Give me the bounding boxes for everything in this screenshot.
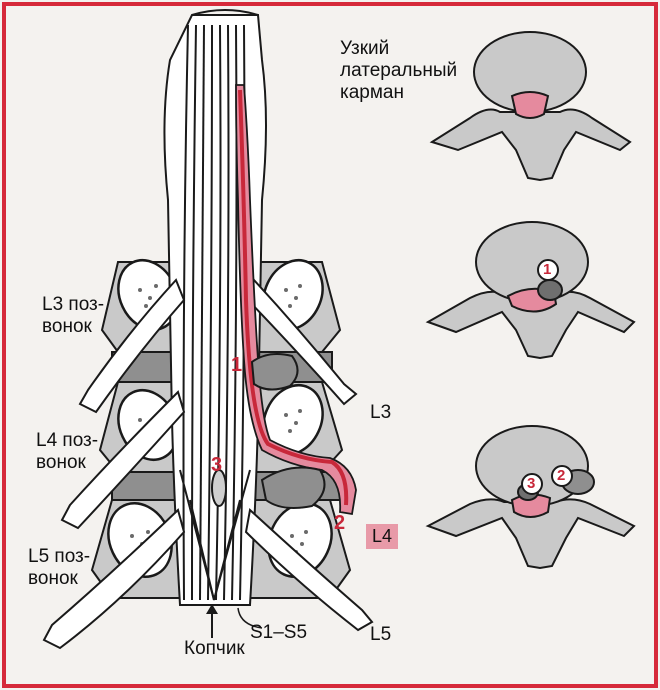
root-l5-left [42,508,186,650]
axial-top-canal [510,91,550,119]
root-l4-left [60,390,186,530]
label-sacral-roots: S1–S5 [250,622,308,643]
label-l4-vertebra-1: L4 поз- [36,430,99,451]
axial-bot-root-marker-lateral [551,465,573,487]
label-l5-vertebra-2: вонок [28,568,78,589]
herniation-l4-l5 [260,466,326,509]
root-l3-left [78,278,186,414]
red-root-core [238,89,349,506]
label-narrow-pocket-2: латеральный [340,60,458,81]
coccyx-arrow [206,604,218,638]
label-l3-vertebra-2: вонок [42,316,92,337]
axial-mid-root-marker [537,259,559,281]
label-narrow-pocket-3: карман [340,82,404,103]
herniation-l3-l4 [250,353,299,391]
root-l3-right [246,278,358,406]
right-nerve-roots [244,278,374,632]
axial-bot-root-marker-central [521,473,543,495]
label-l4-vertebra-2: вонок [36,452,86,473]
label-l5-vertebra-1: L5 поз- [28,546,91,567]
marker-1-axial: 1 [543,261,552,278]
marker-2-main: 2 [334,512,346,534]
axial-mid-herniation [537,279,563,301]
axial-view-bottom [425,425,636,570]
marker-2-axial: 2 [557,467,566,484]
disc-herniations [250,353,326,509]
root-l5-right [244,508,374,632]
left-nerve-roots [42,278,186,650]
marker-3-axial: 3 [527,475,536,492]
axial-view-top [429,31,632,182]
red-root-descending [235,84,357,516]
label-root-l4: L4 [366,524,399,549]
label-l3-vertebra-1: L3 поз- [42,294,105,315]
axial-view-middle [425,221,636,360]
s1-s5-bracket [237,607,263,629]
label-root-l3: L3 [370,402,392,423]
label-root-l5: L5 [370,624,392,645]
marker-3-main: 3 [211,454,223,476]
label-narrow-pocket-1: Узкий [340,38,390,59]
label-coccyx: Копчик [184,638,245,659]
compressed-root [235,84,357,516]
marker-1-main: 1 [231,354,243,376]
filum-terminale [211,469,227,507]
